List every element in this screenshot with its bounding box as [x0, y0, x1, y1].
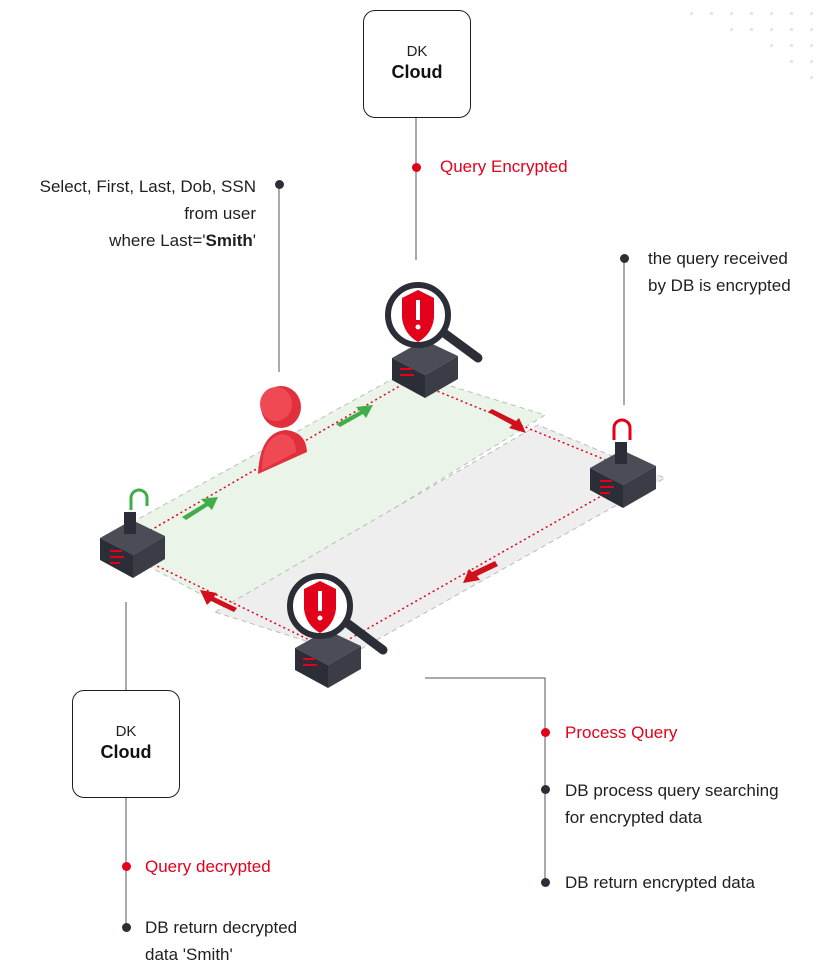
db-shield-search-top-icon: [385, 282, 483, 398]
process-connector: [425, 677, 546, 883]
query-decrypted-label: Query decrypted: [145, 857, 271, 876]
db-return-decrypted-line-2: data 'Smith': [145, 945, 233, 964]
encrypted-lane-platform: [98, 371, 547, 611]
top-dk-cloud-box: DK Cloud: [363, 10, 471, 118]
red-arrow-2: [463, 561, 498, 583]
red-arrow-3: [200, 590, 237, 612]
db-return-decrypted-dot: [122, 923, 131, 932]
db-locked-right-icon: [590, 418, 656, 508]
query-encrypted-dot: [412, 163, 421, 172]
process-query-label: Process Query: [565, 723, 678, 742]
db-process-line-2: for encrypted data: [565, 808, 703, 827]
db-locked-left-icon: [100, 488, 165, 578]
db-return-encrypted-label: DB return encrypted data: [565, 873, 755, 892]
query-text-line-1: Select, First, Last, Dob, SSN: [39, 177, 256, 196]
bottom-cloud-label: Cloud: [100, 742, 152, 762]
db-return-decrypted-text: DB return decrypted data 'Smith': [145, 914, 297, 968]
received-note: the query received by DB is encrypted: [648, 245, 791, 299]
green-arrow-2: [336, 405, 373, 427]
green-arrow-1: [182, 497, 218, 520]
decorative-dot-grid: [690, 12, 813, 79]
query-text-line-3: where Last='Smith': [0, 227, 256, 254]
bottom-dk-cloud-box: DK Cloud: [72, 690, 180, 798]
query-text: Select, First, Last, Dob, SSN from user …: [0, 173, 256, 254]
query-text-line-3-prefix: where Last=': [109, 231, 206, 250]
received-note-line-1: the query received: [648, 249, 788, 268]
top-cloud-dk-label: DK: [406, 43, 428, 60]
db-process-line-1: DB process query searching: [565, 781, 779, 800]
query-decrypted-dot: [122, 862, 131, 871]
db-process-text: DB process query searching for encrypted…: [565, 777, 779, 831]
db-return-decrypted-line-1: DB return decrypted: [145, 918, 298, 937]
db-return-encrypted-dot: [541, 878, 550, 887]
red-arrow-1: [488, 409, 526, 433]
query-text-line-3-bold: Smith: [205, 231, 253, 250]
bottom-cloud-dk-label: DK: [115, 723, 137, 740]
process-query-dot: [541, 728, 550, 737]
user-icon: [258, 386, 307, 474]
query-text-dot: [275, 180, 284, 189]
top-cloud-label: Cloud: [391, 62, 443, 82]
query-encrypted-label: Query Encrypted: [440, 157, 568, 176]
received-note-dot: [620, 254, 629, 263]
query-text-line-3-suffix: ': [252, 231, 256, 250]
received-note-line-2: by DB is encrypted: [648, 276, 791, 295]
query-text-line-2: from user: [184, 204, 256, 223]
db-process-dot: [541, 785, 550, 794]
db-shield-search-bottom-icon: [287, 573, 388, 688]
